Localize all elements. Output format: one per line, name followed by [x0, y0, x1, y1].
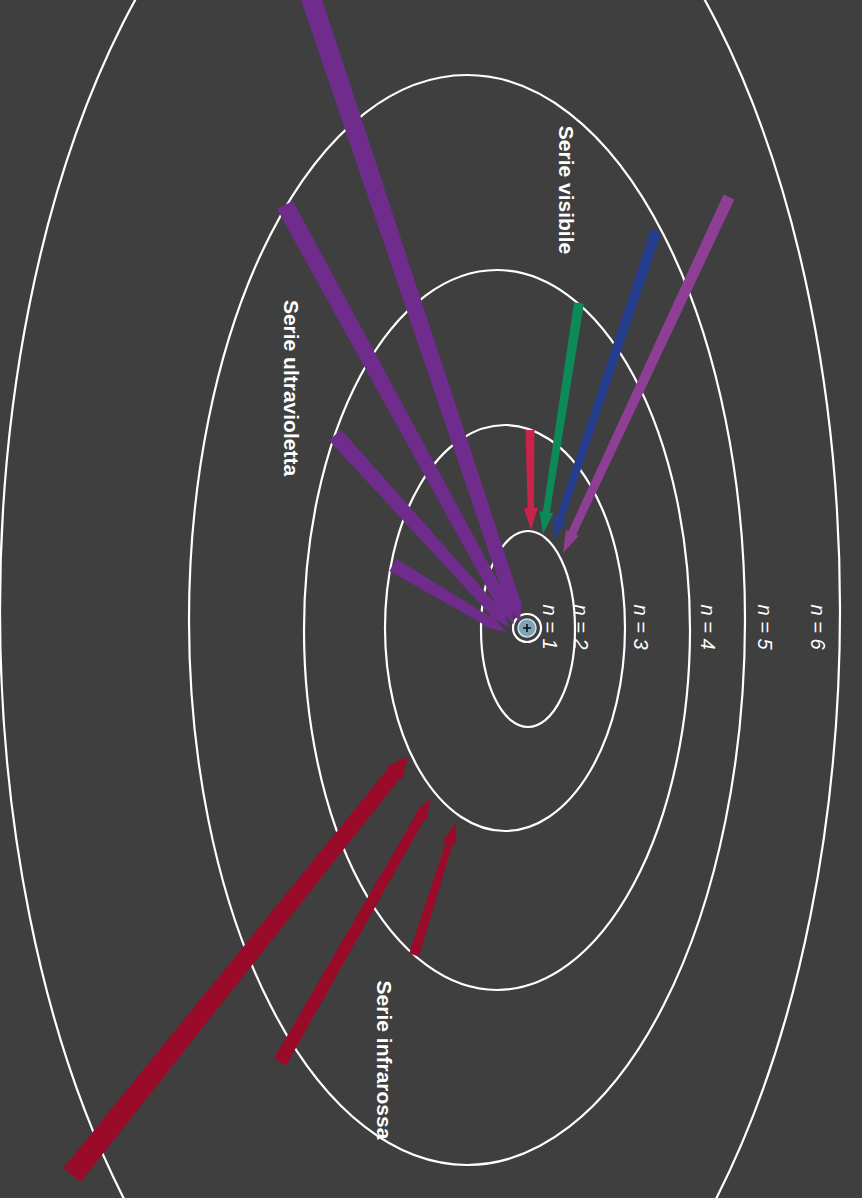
plus-sign	[523, 624, 531, 632]
series-label: Serie infrarossa	[374, 981, 395, 1140]
transition-arrow	[63, 756, 408, 1182]
series-label: Serie visibile	[556, 126, 577, 254]
orbit-3	[385, 425, 625, 831]
transition-arrows	[63, 0, 734, 1182]
orbit-5	[189, 75, 745, 1165]
level-label: n = 5	[755, 604, 775, 649]
transition-arrow	[409, 822, 456, 957]
level-label: n = 6	[808, 604, 828, 649]
level-label: n = 2	[571, 604, 591, 649]
transition-arrow	[389, 559, 506, 632]
transition-arrow	[540, 302, 584, 534]
transition-arrow	[329, 430, 510, 628]
nucleus	[518, 619, 536, 637]
orbits	[0, 0, 840, 1198]
series-label: Serie ultravioletta	[281, 300, 302, 476]
transition-arrow	[563, 195, 734, 554]
orbit-6	[0, 0, 840, 1198]
orbit-4	[304, 270, 690, 990]
transition-arrow	[277, 201, 514, 624]
level-label: n = 1	[540, 604, 560, 649]
level-label: n = 4	[698, 604, 718, 649]
level-label: n = 3	[631, 604, 651, 649]
transition-arrow	[524, 430, 538, 530]
